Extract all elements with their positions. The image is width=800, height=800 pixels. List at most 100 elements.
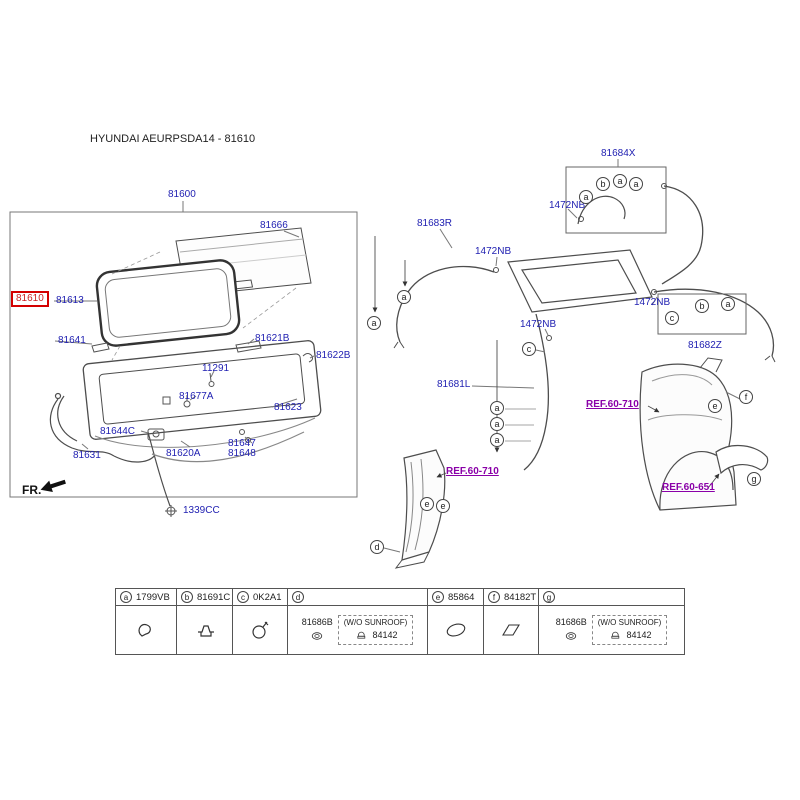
part-label-1472NB-2[interactable]: 1472NB xyxy=(475,246,512,257)
part-label-81666[interactable]: 81666 xyxy=(260,220,288,231)
callout-d: d xyxy=(370,540,384,554)
callout-e: e xyxy=(708,399,722,413)
part-label-1472NB-3[interactable]: 1472NB xyxy=(520,319,557,330)
part-label-81622B[interactable]: 81622B xyxy=(316,350,351,361)
wo-sunroof-note: (W/O SUNROOF) xyxy=(343,618,408,627)
part-label-81682Z[interactable]: 81682Z xyxy=(688,340,722,351)
ref-link-60-710-b[interactable]: REF.60-710 xyxy=(446,466,499,477)
plug-icon xyxy=(611,631,620,639)
small-hardware xyxy=(91,340,314,443)
part-label-81681L[interactable]: 81681L xyxy=(437,379,471,390)
hose-81683R-drawing xyxy=(393,265,499,349)
callout-a: a xyxy=(490,401,504,415)
diagram-title: HYUNDAI AEURPSDA14 - 81610 xyxy=(90,133,256,145)
part-label-81684X[interactable]: 81684X xyxy=(601,148,636,159)
callout-e: e xyxy=(420,497,434,511)
part-label-81677A[interactable]: 81677A xyxy=(179,391,214,402)
legend-letter-b: b xyxy=(181,591,193,603)
wo-sunroof-box: (W/O SUNROOF) 84142 xyxy=(591,615,668,645)
callout-a: a xyxy=(721,297,735,311)
part-label-11291[interactable]: 11291 xyxy=(202,363,230,374)
part-label-81613[interactable]: 81613 xyxy=(56,295,84,306)
callout-a: a xyxy=(629,177,643,191)
screw-drawing xyxy=(165,505,177,517)
part-label-1339CC[interactable]: 1339CC xyxy=(183,505,220,516)
legend-part-84182T: 84182T xyxy=(504,591,537,603)
wo-sunroof-note: (W/O SUNROOF) xyxy=(597,618,662,627)
grommet-icon xyxy=(312,631,323,640)
part-label-81631[interactable]: 81631 xyxy=(73,450,101,461)
callout-b: b xyxy=(596,177,610,191)
legend-part-81686B: 81686B xyxy=(555,616,587,627)
legend-part-81686B: 81686B xyxy=(301,616,333,627)
part-label-81623[interactable]: 81623 xyxy=(274,402,302,413)
callout-f: f xyxy=(739,390,753,404)
legend-letter-d: d xyxy=(292,591,304,603)
legend-cell-e: e 85864 xyxy=(428,589,484,654)
ref-link-60-651[interactable]: REF.60-651 xyxy=(662,482,715,493)
part-label-81610: 81610 xyxy=(16,293,44,304)
part-label-81647[interactable]: 81647 xyxy=(228,438,256,449)
bracket-assembly-81684X-drawing xyxy=(565,159,704,285)
callout-c: c xyxy=(665,311,679,325)
plug-icon xyxy=(357,631,366,639)
leader-lines-left xyxy=(54,338,315,450)
part-label-81648[interactable]: 81648 xyxy=(228,448,256,459)
legend-cell-g: g 81686B (W/O SUNROOF) 84142 xyxy=(539,589,684,654)
legend-letter-a: a xyxy=(120,591,132,603)
callout-c: c xyxy=(522,342,536,356)
part-label-81620A[interactable]: 81620A xyxy=(166,448,201,459)
part-label-1472NB-1[interactable]: 1472NB xyxy=(549,200,586,211)
roof-frame-drawing xyxy=(507,249,653,313)
fr-arrow xyxy=(40,479,66,493)
legend-part-81691C: 81691C xyxy=(197,591,231,603)
legend-cell-d: d 81686B (W/O SUNROOF) 84142 xyxy=(288,589,428,654)
legend-letter-e: e xyxy=(432,591,444,603)
legend-cell-a: a 1799VB xyxy=(116,589,177,654)
part-label-81621B[interactable]: 81621B xyxy=(255,333,290,344)
legend-cell-c: c 0K2A1 xyxy=(233,589,288,654)
clamp-icon xyxy=(197,625,214,637)
callout-a: a xyxy=(490,417,504,431)
part-label-81644C[interactable]: 81644C xyxy=(100,426,136,437)
drain-hose-drawing xyxy=(49,392,305,507)
callout-a: a xyxy=(579,190,593,204)
legend-cell-f: f 84182T xyxy=(484,589,539,654)
highlighted-part-81610[interactable]: 81610 xyxy=(11,291,49,307)
pad-sheet-icon xyxy=(502,624,520,636)
legend-part-1799VB: 1799VB xyxy=(136,591,170,603)
glass-panel-drawing xyxy=(54,251,297,347)
legend-letter-g: g xyxy=(543,591,555,603)
hose-clamp-icon xyxy=(252,621,269,639)
part-label-81600[interactable]: 81600 xyxy=(168,189,196,200)
wo-sunroof-box: (W/O SUNROOF) 84142 xyxy=(337,615,414,645)
a-pillar-panel-drawing xyxy=(383,449,446,569)
callout-a: a xyxy=(367,316,381,330)
part-label-81641[interactable]: 81641 xyxy=(58,335,86,346)
part-label-81683R[interactable]: 81683R xyxy=(417,218,453,229)
fr-direction-label: FR. xyxy=(22,483,42,497)
callout-a: a xyxy=(613,174,627,188)
legend-cell-b: b 81691C xyxy=(177,589,233,654)
legend-letter-c: c xyxy=(237,591,249,603)
legend-part-84142: 84142 xyxy=(372,630,398,640)
legend-part-84142: 84142 xyxy=(626,630,652,640)
ref-link-60-710-a[interactable]: REF.60-710 xyxy=(586,399,639,410)
callout-g: g xyxy=(747,472,761,486)
legend-table: a 1799VB b 81691C c 0K2A1 d 81686B (W/O SUN… xyxy=(115,588,685,655)
legend-part-0K2A1: 0K2A1 xyxy=(253,591,282,603)
legend-letter-f: f xyxy=(488,591,500,603)
callout-b: b xyxy=(695,299,709,313)
legend-part-85864: 85864 xyxy=(448,591,475,603)
hose-81682Z-drawing xyxy=(651,288,776,363)
hose-81681L-drawing xyxy=(523,313,552,471)
oval-pad-icon xyxy=(446,623,465,637)
grommet-icon xyxy=(566,631,577,640)
clip-icon xyxy=(138,623,151,637)
side-rail-bracket-drawing xyxy=(715,444,769,475)
callout-a: a xyxy=(490,433,504,447)
part-label-1472NB-4[interactable]: 1472NB xyxy=(634,297,671,308)
frame-drawing xyxy=(82,340,322,448)
